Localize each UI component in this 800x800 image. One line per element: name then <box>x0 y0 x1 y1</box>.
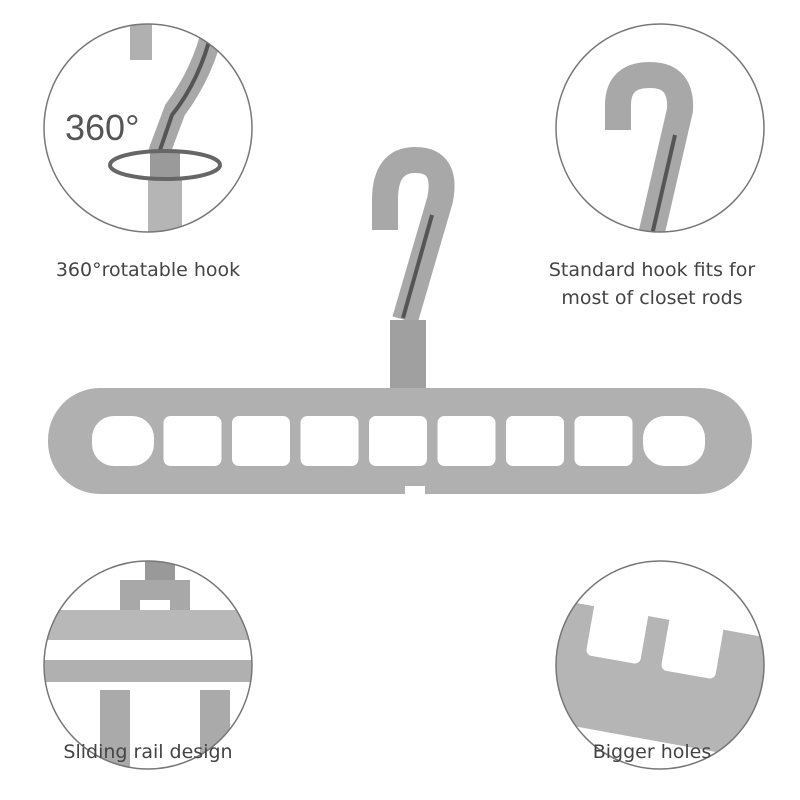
detail-circle-bigger-holes <box>555 560 765 770</box>
rotation-badge: 360° <box>65 107 139 148</box>
detail-circle-rotatable-hook: 360° <box>43 23 253 233</box>
hanger-hole <box>506 416 564 466</box>
hanger-hole <box>232 416 290 466</box>
detail-circle-standard-hook <box>555 23 765 233</box>
hanger <box>48 146 752 496</box>
hanger-hole <box>92 416 154 466</box>
hanger-holes <box>92 416 705 466</box>
detail-circle-sliding-rail <box>43 560 253 770</box>
hanger-hole <box>300 416 359 466</box>
feature-label-standard-hook-2: most of closet rods <box>561 287 743 309</box>
feature-label-bigger-holes: Bigger holes <box>592 741 712 763</box>
feature-label-sliding-rail: Sliding rail design <box>63 741 233 763</box>
hanger-hole <box>643 416 705 466</box>
hanger-hole <box>369 416 427 466</box>
hanger-hole <box>574 416 633 466</box>
hanger-hole <box>163 416 222 466</box>
feature-label-standard-hook-1: Standard hook fits for <box>548 259 756 281</box>
hanger-hole <box>437 416 496 466</box>
feature-label-rotatable-hook: 360°rotatable hook <box>55 259 241 281</box>
